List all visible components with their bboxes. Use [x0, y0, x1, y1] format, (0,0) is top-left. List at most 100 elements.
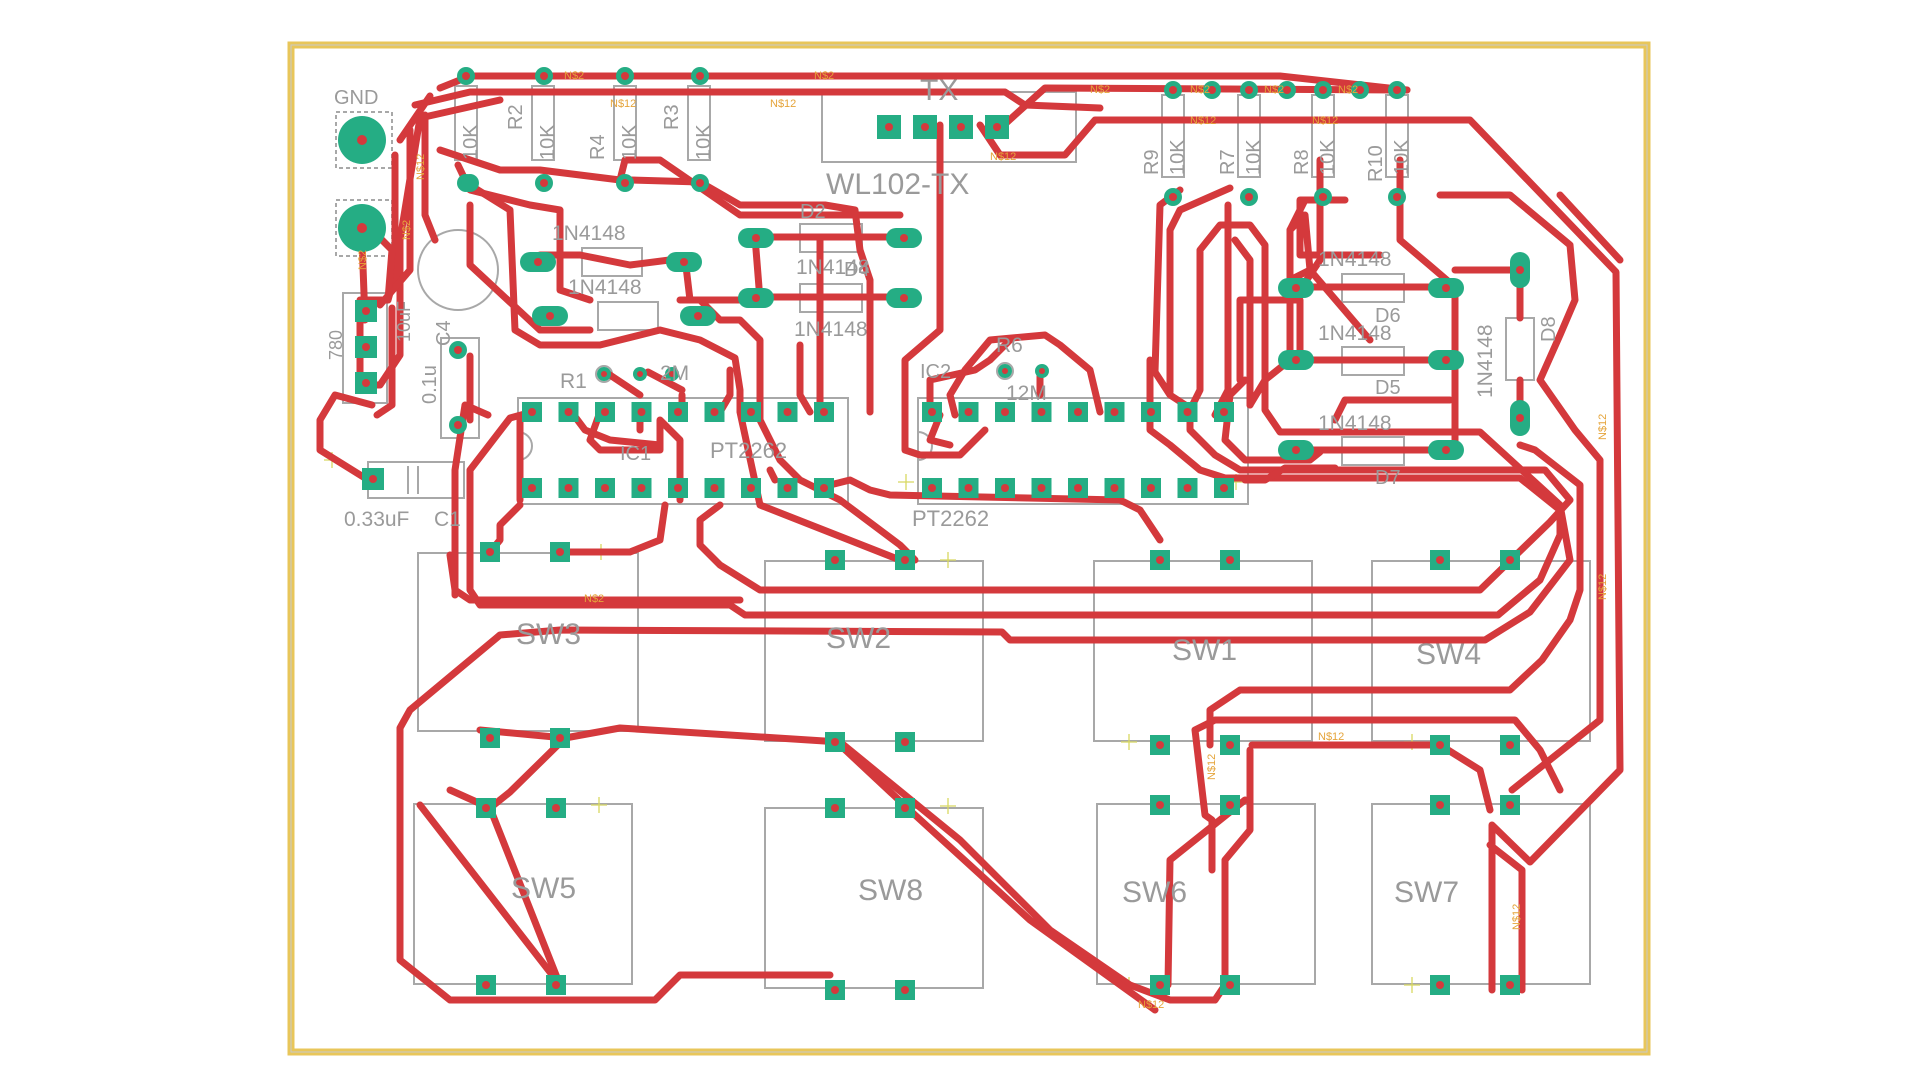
switch-pad-drill	[482, 804, 490, 812]
ic2-pin-bottom-drill	[1147, 484, 1155, 492]
ic1-pin-top-drill	[783, 408, 792, 416]
resistor-r6-value: 12M	[1006, 382, 1047, 405]
switch-pad-drill	[901, 804, 909, 812]
resistor-r3-label: R3	[661, 104, 683, 130]
resistor-ten-k-r8: 10K	[1317, 139, 1339, 175]
ic1-pin-bottom-drill	[601, 484, 609, 492]
ic2-pin-bottom-drill	[1037, 484, 1046, 492]
resistor-r9-label: R9	[1141, 149, 1163, 175]
pads-layer	[338, 67, 1530, 1000]
ic2-pins	[922, 402, 1234, 498]
diode-left-2-body	[597, 301, 659, 331]
ic1-pin-top-drill	[637, 408, 646, 416]
switch-pad-drill	[1226, 556, 1234, 564]
ic1-label: IC1	[620, 443, 651, 465]
ic2-pin-bottom-drill	[1183, 484, 1192, 492]
switch-pads	[476, 542, 1520, 1000]
switch-pad-drill	[556, 548, 564, 556]
ic1-pin-top-drill	[747, 408, 755, 416]
diode-pads-right	[1278, 252, 1530, 460]
switch-pad-drill	[552, 804, 560, 812]
switch-sw6-label: SW6	[1122, 876, 1187, 909]
silkscreen-layer	[335, 85, 1591, 989]
switch-sw4-outline	[1371, 560, 1591, 742]
cap-c4-label: C4	[433, 320, 455, 346]
ic1-pin-bottom-drill	[674, 484, 682, 492]
net-label-right-2: N$12	[1597, 414, 1609, 440]
ic2-pin-top-drill	[1220, 408, 1228, 416]
ic1-pin-bottom-drill	[820, 484, 828, 492]
diode-d4-type-label: 1N4148	[796, 256, 870, 279]
switch-sw1-outline	[1093, 560, 1313, 742]
ic1-pin-bottom-drill	[783, 484, 792, 492]
resistor-ten-k-r7: 10K	[1243, 139, 1265, 175]
tx-header-label: TX	[920, 74, 958, 107]
switch-sw3-label: SW3	[516, 618, 581, 651]
net-label-bottom-2: N$12	[1318, 731, 1344, 743]
diode-pads-left	[520, 228, 922, 326]
ic2-part-label: PT2262	[912, 506, 989, 531]
resistor-r1-value: 2M	[660, 362, 689, 385]
component-labels: GND TX WL102-TX 1N4148 1N4148 D2 1N4148 …	[326, 74, 1560, 909]
diode-d7-label: D7	[1375, 467, 1401, 489]
ic1-pin-bottom-drill	[747, 484, 755, 492]
switch-pad-drill	[1436, 556, 1444, 564]
electrolytic-cap-value: 10uF	[394, 301, 414, 342]
net-label-top-4: N$2	[1190, 84, 1210, 96]
ic2-pin-top-drill	[928, 408, 936, 416]
switch-sw7-outline	[1371, 803, 1591, 985]
ic1-pin-bottom-drill	[710, 484, 719, 492]
regulator-label: 780	[326, 330, 346, 360]
switch-pad-drill	[1506, 741, 1514, 749]
switch-pad-drill	[1436, 801, 1444, 809]
switch-pad-drill	[1436, 981, 1444, 989]
ic1-pins	[522, 402, 834, 498]
diode-d4b-type-label: 1N4148	[794, 318, 868, 341]
switch-pad-drill	[831, 986, 839, 994]
switch-pad-drill	[556, 734, 564, 742]
switch-pad-drill	[1436, 741, 1444, 749]
switch-pad-drill	[901, 738, 909, 746]
switch-sw7-label: SW7	[1394, 876, 1459, 909]
switch-pad-drill	[831, 804, 839, 812]
net-label-top-5: N$2	[1264, 84, 1284, 96]
ic2-pin-bottom-drill	[1110, 484, 1119, 492]
ic2-pin-bottom-drill	[1220, 484, 1228, 492]
switch-pad-drill	[1506, 556, 1514, 564]
switch-sw1-label: SW1	[1172, 634, 1237, 667]
diode-label-1: 1N4148	[552, 222, 626, 245]
resistor-ten-k-r9: 10K	[1167, 139, 1189, 175]
resistor-r6-name: R6	[996, 334, 1023, 357]
ic2-pin-top-drill	[1183, 408, 1192, 416]
net-label-left-2: N$2	[401, 220, 413, 240]
resistor-r2-body	[531, 85, 555, 161]
switch-pad-drill	[1226, 741, 1234, 749]
ic1-part-label: PT2262	[710, 438, 787, 463]
gnd-label: GND	[334, 87, 378, 109]
switch-pad-drill	[1506, 801, 1514, 809]
switch-pad-drill	[1226, 801, 1234, 809]
switch-pad-drill	[901, 556, 909, 564]
ic1-pin-top-drill	[564, 408, 573, 416]
net-label-mid-3: N$12	[990, 151, 1016, 163]
resistor-ten-k-r4: 10K	[460, 124, 482, 160]
switch-pad-drill	[1506, 981, 1514, 989]
net-label-mid-4: N$12	[1190, 115, 1216, 127]
diode-d2-label: D2	[800, 201, 826, 223]
diode-d8-label: D8	[1538, 316, 1560, 342]
switch-pad-drill	[901, 986, 909, 994]
net-label-bottom-1: N$2	[584, 593, 604, 605]
switch-pad-drill	[486, 548, 494, 556]
ic2-pin-top-drill	[1147, 408, 1155, 416]
cap-pads	[362, 174, 479, 490]
net-label-right-1: N$12	[1597, 574, 1609, 600]
switch-pad-drill	[831, 556, 839, 564]
switch-pad-drill	[1156, 741, 1164, 749]
ic2-pin-top-drill	[1037, 408, 1046, 416]
resistor-r1-label: R4	[587, 134, 609, 160]
switch-sw5-label: SW5	[511, 872, 576, 905]
switch-pad-drill	[552, 981, 560, 989]
net-label-top-1: N$2	[564, 70, 584, 82]
switch-sw3-outline	[417, 552, 639, 732]
